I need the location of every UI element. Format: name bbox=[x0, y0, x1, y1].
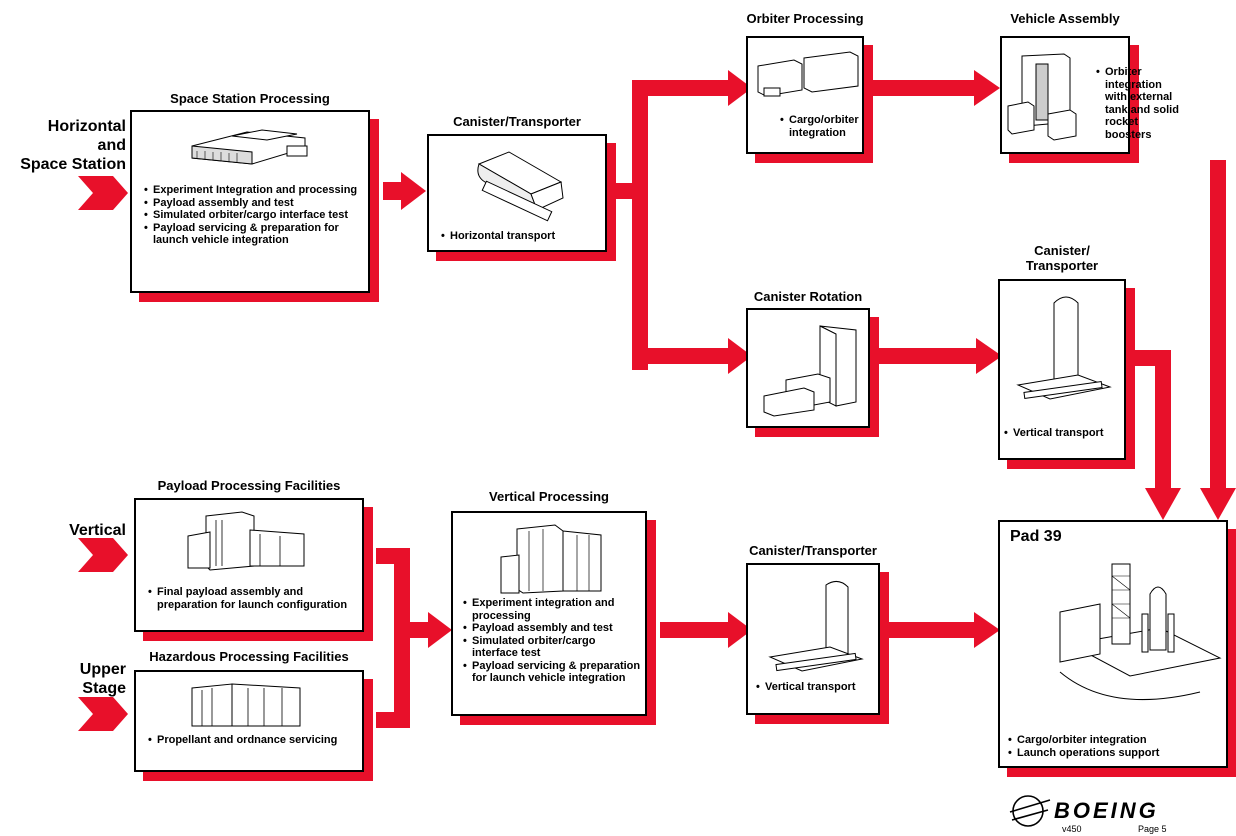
hangar-icon bbox=[757, 51, 859, 97]
bullet: Cargo/orbiter integration bbox=[780, 114, 862, 139]
pad39-title: Pad 39 bbox=[1010, 528, 1062, 545]
vertical-processing-box: Experiment integration and processing Pa… bbox=[451, 511, 647, 716]
canister-transporter-v1-bullets: Vertical transport bbox=[1004, 427, 1104, 440]
space-station-title: Space Station Processing bbox=[170, 91, 330, 106]
vab-building-icon bbox=[1007, 53, 1077, 141]
entry-chevron-horizontal bbox=[78, 176, 128, 210]
pad39-bullets: Cargo/orbiter integration Launch operati… bbox=[1008, 734, 1218, 759]
hazardous-processing-bullets: Propellant and ordnance servicing bbox=[148, 734, 348, 747]
hazardous-processing-title: Hazardous Processing Facilities bbox=[149, 649, 349, 664]
canister-transporter-v2-title: Canister/Transporter bbox=[749, 543, 877, 558]
orbiter-processing-box: Cargo/orbiter integration bbox=[746, 36, 864, 154]
canister-rotation-box bbox=[746, 308, 870, 428]
arrow-to-orbiter bbox=[728, 70, 752, 106]
side-label-vertical: Vertical bbox=[69, 522, 126, 539]
bullet: Propellant and ordnance servicing bbox=[148, 734, 348, 747]
side-label-upper-line2: Stage bbox=[82, 680, 126, 697]
arrow-rotation-to-canister bbox=[976, 338, 1002, 374]
hazardous-processing-box: Propellant and ordnance servicing bbox=[134, 670, 364, 772]
orbiter-processing-bullets: Cargo/orbiter integration bbox=[780, 114, 862, 139]
boeing-wordmark: BOEING bbox=[1054, 798, 1159, 823]
arrow-to-vertical-processing bbox=[428, 612, 452, 648]
payload-facility-icon bbox=[187, 511, 305, 571]
pad39-box: Pad 39 Cargo/orbiter integration Launch … bbox=[998, 520, 1228, 768]
bullet: Payload assembly and test bbox=[463, 622, 643, 635]
vertical-processing-bullets: Experiment integration and processing Pa… bbox=[463, 597, 643, 685]
arrow-vpf-to-canister bbox=[728, 612, 752, 648]
version-label: v450 bbox=[1062, 824, 1082, 834]
vpf-building-icon bbox=[500, 524, 602, 594]
building-icon bbox=[191, 129, 308, 165]
bullet: Cargo/orbiter integration bbox=[1008, 734, 1218, 747]
bullet: Experiment Integration and processing bbox=[144, 184, 366, 197]
arrow-vab-to-pad bbox=[1200, 488, 1236, 520]
launch-pad-icon bbox=[1059, 563, 1222, 700]
canister-transporter-h-box: Horizontal transport bbox=[427, 134, 607, 252]
arrow-to-rotation bbox=[728, 338, 752, 374]
vehicle-assembly-box: Orbiter integration with external tank a… bbox=[1000, 36, 1179, 154]
canister-icon bbox=[1016, 296, 1112, 400]
canister-transporter-v2-bullets: Vertical transport bbox=[756, 681, 866, 694]
canister-transporter-h-title: Canister/Transporter bbox=[453, 114, 581, 129]
arrow-orbiter-to-vab bbox=[974, 70, 1000, 106]
vertical-processing-title: Vertical Processing bbox=[489, 489, 609, 504]
side-label-horizontal-line3: Space Station bbox=[20, 156, 126, 173]
side-label-horizontal: Horizontal and Space Station bbox=[8, 117, 126, 174]
bullet: Payload servicing & preparation for laun… bbox=[144, 222, 366, 247]
canister-icon bbox=[768, 581, 864, 672]
bullet: Launch operations support bbox=[1008, 747, 1218, 760]
bullet: Horizontal transport bbox=[441, 230, 601, 243]
space-station-bullets: Experiment Integration and processing Pa… bbox=[144, 184, 366, 247]
arrow-canister-to-pad-bottom bbox=[974, 612, 1000, 648]
page-number: Page 5 bbox=[1138, 824, 1167, 834]
payload-processing-title: Payload Processing Facilities bbox=[157, 478, 341, 493]
vehicle-assembly-bullets: Orbiter integration with external tank a… bbox=[1096, 66, 1186, 141]
rotation-facility-icon bbox=[763, 325, 857, 417]
bullet: Orbiter integration with external tank a… bbox=[1096, 66, 1186, 141]
bullet: Simulated orbiter/cargo interface test bbox=[463, 635, 643, 660]
bullet: Experiment integration and processing bbox=[463, 597, 643, 622]
bullet: Simulated orbiter/cargo interface test bbox=[144, 209, 366, 222]
bullet: Final payload assembly and preparation f… bbox=[148, 586, 348, 611]
boeing-logo-icon bbox=[1009, 795, 1051, 827]
arrow-canister-to-pad bbox=[1145, 488, 1181, 520]
boeing-logo: BOEING v450 Page 5 bbox=[1008, 790, 1228, 834]
hazardous-facility-icon bbox=[191, 683, 301, 727]
orbiter-processing-title: Orbiter Processing bbox=[746, 11, 864, 26]
side-label-upper-stage: Upper Stage bbox=[8, 660, 126, 698]
canister-transporter-v1-title-line1: Canister/ bbox=[1034, 243, 1090, 258]
entry-chevron-vertical bbox=[78, 538, 128, 572]
canister-transporter-v1-title-line2: Transporter bbox=[1025, 258, 1099, 273]
bullet: Vertical transport bbox=[1004, 427, 1104, 440]
canister-transporter-v1-box: Vertical transport bbox=[998, 279, 1126, 460]
payload-processing-bullets: Final payload assembly and preparation f… bbox=[148, 586, 348, 611]
canister-transporter-v2-box: Vertical transport bbox=[746, 563, 880, 715]
side-label-horizontal-line1: Horizontal bbox=[47, 118, 126, 135]
canister-rotation-title: Canister Rotation bbox=[753, 289, 863, 304]
bullet: Payload assembly and test bbox=[144, 197, 366, 210]
entry-chevron-upper-stage bbox=[78, 697, 128, 731]
bullet: Vertical transport bbox=[756, 681, 866, 694]
payload-processing-box: Final payload assembly and preparation f… bbox=[134, 498, 364, 632]
bullet: Payload servicing & preparation for laun… bbox=[463, 660, 643, 685]
arrow-ss-to-canister bbox=[401, 172, 426, 210]
side-label-horizontal-line2: and bbox=[97, 137, 126, 154]
space-station-box: Experiment Integration and processing Pa… bbox=[130, 110, 370, 293]
canister-transporter-h-bullets: Horizontal transport bbox=[441, 230, 601, 243]
canister-icon bbox=[477, 151, 564, 222]
vehicle-assembly-title: Vehicle Assembly bbox=[1010, 11, 1120, 26]
side-label-upper-line1: Upper bbox=[79, 661, 126, 678]
canister-transporter-v1-title: Canister/ Transporter bbox=[998, 243, 1126, 273]
